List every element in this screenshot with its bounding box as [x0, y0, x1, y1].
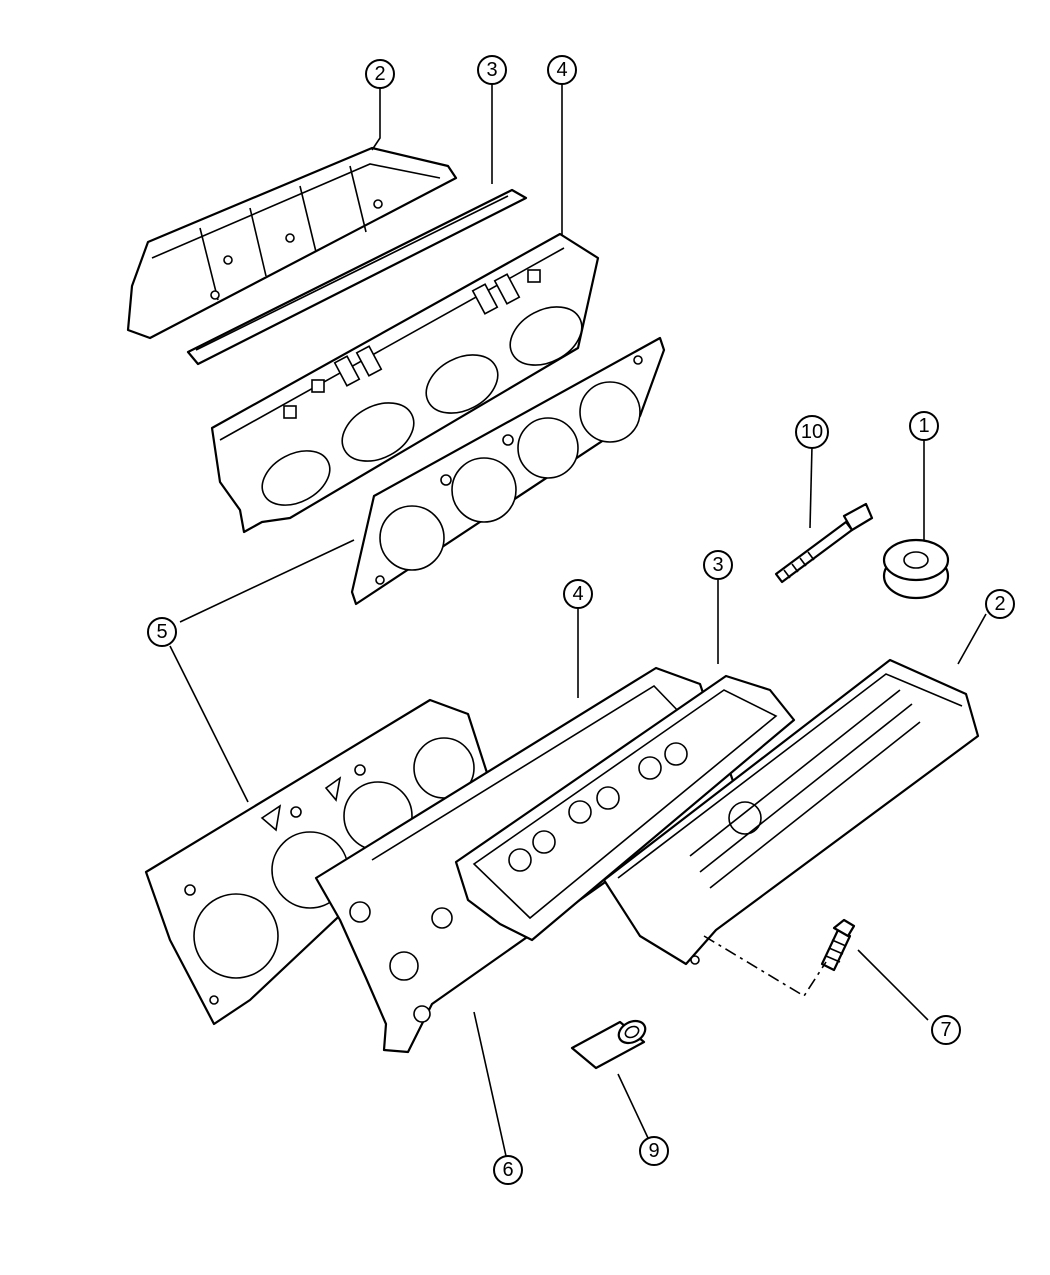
callout-label: 4: [572, 583, 583, 605]
lower-valve-cover: [602, 658, 980, 966]
callout-label: 3: [486, 59, 497, 81]
callout-label: 1: [918, 415, 929, 437]
callout-3-upper: 3: [477, 55, 507, 85]
lower-valve-cover-gasket: [454, 674, 796, 942]
dowel-sleeve: [570, 1019, 647, 1070]
callout-label: 7: [940, 1019, 951, 1041]
callout-7: 7: [931, 1015, 961, 1045]
callout-4-upper: 4: [547, 55, 577, 85]
callout-5: 5: [147, 617, 177, 647]
callout-label: 2: [994, 593, 1005, 615]
callout-label: 6: [502, 1159, 513, 1181]
callout-10: 10: [795, 415, 829, 449]
leader-lines: [169, 84, 987, 1157]
callout-label: 10: [801, 421, 823, 443]
upper-cylinder-head: [210, 232, 600, 534]
callout-2-lower: 2: [985, 589, 1015, 619]
upper-valve-cover: [126, 146, 458, 340]
callout-label: 5: [156, 621, 167, 643]
callout-9: 9: [639, 1136, 669, 1166]
upper-head-gasket: [350, 336, 666, 606]
callout-2-upper: 2: [365, 59, 395, 89]
callout-3-lower: 3: [703, 550, 733, 580]
callout-1: 1: [909, 411, 939, 441]
upper-valve-cover-gasket: [186, 188, 528, 366]
callout-label: 2: [374, 63, 385, 85]
callout-6: 6: [493, 1155, 523, 1185]
callout-label: 4: [556, 59, 567, 81]
callout-4-lower: 4: [563, 579, 593, 609]
head-bolt: [774, 502, 874, 584]
oil-filler-cap: [882, 538, 950, 600]
callout-label: 3: [712, 554, 723, 576]
lower-head-gasket: [144, 698, 490, 1026]
stud-bolt: [820, 918, 856, 972]
callout-label: 9: [648, 1140, 659, 1162]
